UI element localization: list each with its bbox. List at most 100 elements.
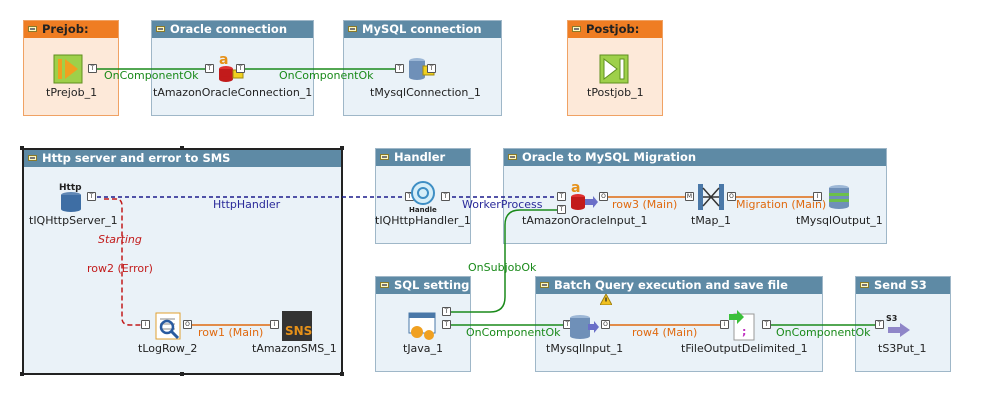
http-handler-icon[interactable]: Handle xyxy=(406,180,440,214)
s3-icon-text: S3 xyxy=(886,314,897,323)
subjob-header[interactable]: MySQL connection xyxy=(344,21,501,38)
subjob-header[interactable]: Send S3 xyxy=(856,277,950,294)
warning-icon xyxy=(600,294,612,305)
output-port[interactable]: T xyxy=(88,64,97,73)
component-label[interactable]: tMysqlConnection_1 xyxy=(370,86,481,99)
output-port[interactable]: O xyxy=(183,320,192,329)
input-port[interactable]: T xyxy=(875,320,884,329)
input-port[interactable]: T xyxy=(557,205,566,214)
output-port[interactable]: T xyxy=(441,192,450,201)
prejob-icon[interactable] xyxy=(53,54,83,84)
link-label-row1[interactable]: row1 (Main) xyxy=(198,326,264,339)
input-port[interactable]: I xyxy=(141,320,150,329)
component-label[interactable]: tJava_1 xyxy=(403,342,444,355)
s3-put-icon[interactable]: S3 xyxy=(884,311,914,341)
link-label-row2[interactable]: row2 (Error) xyxy=(87,262,153,275)
output-port[interactable]: O xyxy=(727,192,736,201)
subjob-http-server[interactable]: Http server and error to SMS xyxy=(22,148,343,375)
input-port[interactable]: T xyxy=(205,64,214,73)
output-port[interactable]: T xyxy=(236,64,245,73)
component-label[interactable]: tAmazonOracleConnection_1 xyxy=(153,86,313,99)
output-port[interactable]: O xyxy=(599,192,608,201)
amazon-oracle-input-icon[interactable]: a xyxy=(568,180,598,214)
component-label[interactable]: tAmazonSMS_1 xyxy=(252,342,337,355)
amazon-oracle-connection-icon[interactable]: a xyxy=(216,52,246,84)
subjob-migration[interactable]: Oracle to MySQL Migration xyxy=(503,148,887,244)
subjob-mysql-connection[interactable]: MySQL connection xyxy=(343,20,502,116)
component-label[interactable]: tPostjob_1 xyxy=(587,86,644,99)
subjob-header[interactable]: Prejob: xyxy=(24,21,118,38)
output-port[interactable]: T xyxy=(442,307,451,316)
component-label[interactable]: tMysqlOutput_1 xyxy=(796,214,883,227)
output-port[interactable]: T xyxy=(442,320,451,329)
collapse-toggle-icon[interactable] xyxy=(156,26,165,32)
tmap-icon[interactable] xyxy=(696,182,726,212)
component-label[interactable]: tMap_1 xyxy=(691,214,732,227)
subjob-header[interactable]: Http server and error to SMS xyxy=(24,150,341,167)
component-label[interactable]: tS3Put_1 xyxy=(878,342,927,355)
input-port[interactable]: I xyxy=(813,192,822,201)
link-label-starting[interactable]: Starting xyxy=(98,233,142,246)
mysql-output-icon[interactable] xyxy=(824,182,854,212)
mysql-connection-icon[interactable] xyxy=(406,54,436,84)
selection-handle[interactable] xyxy=(20,372,24,376)
selection-handle[interactable] xyxy=(340,372,344,376)
link-label-oncomponentok[interactable]: OnComponentOk xyxy=(776,326,871,339)
subjob-header[interactable]: Oracle connection xyxy=(152,21,313,38)
link-label-onsubjobok[interactable]: OnSubjobOk xyxy=(468,261,537,274)
input-port[interactable]: M xyxy=(685,192,694,201)
component-label[interactable]: tIQHttpServer_1 xyxy=(29,214,118,227)
collapse-toggle-icon[interactable] xyxy=(28,155,37,161)
component-label[interactable]: tAmazonOracleInput_1 xyxy=(522,214,648,227)
collapse-toggle-icon[interactable] xyxy=(540,282,549,288)
link-label-httphandler[interactable]: HttpHandler xyxy=(213,198,281,211)
subjob-prejob[interactable]: Prejob: xyxy=(23,20,119,116)
java-icon[interactable] xyxy=(407,310,439,342)
subjob-header[interactable]: Handler xyxy=(376,149,470,166)
collapse-toggle-icon[interactable] xyxy=(860,282,869,288)
postjob-icon[interactable] xyxy=(599,54,629,84)
link-label-oncomponentok[interactable]: OnComponentOk xyxy=(104,69,199,82)
component-label[interactable]: tLogRow_2 xyxy=(138,342,198,355)
selection-handle[interactable] xyxy=(340,146,344,150)
link-label-row3[interactable]: row3 (Main) xyxy=(612,198,678,211)
component-label[interactable]: tIQHttpHandler_1 xyxy=(375,214,471,227)
component-label[interactable]: tPrejob_1 xyxy=(46,86,98,99)
collapse-toggle-icon[interactable] xyxy=(572,26,581,32)
link-label-row4[interactable]: row4 (Main) xyxy=(632,326,698,339)
component-label[interactable]: tFileOutputDelimited_1 xyxy=(681,342,808,355)
file-output-delimited-icon[interactable]: ; xyxy=(727,308,759,342)
input-port[interactable]: T xyxy=(557,192,566,201)
link-label-workerprocess[interactable]: WorkerProcess xyxy=(462,198,543,211)
collapse-toggle-icon[interactable] xyxy=(380,154,389,160)
collapse-toggle-icon[interactable] xyxy=(348,26,357,32)
subjob-header[interactable]: Batch Query execution and save file xyxy=(536,277,822,294)
selection-handle[interactable] xyxy=(180,372,184,376)
output-port[interactable]: T xyxy=(762,320,771,329)
collapse-toggle-icon[interactable] xyxy=(28,26,37,32)
selection-handle[interactable] xyxy=(180,146,184,150)
collapse-toggle-icon[interactable] xyxy=(508,154,517,160)
subjob-header[interactable]: Postjob: xyxy=(568,21,662,38)
input-port[interactable]: I xyxy=(720,320,729,329)
subjob-header[interactable]: SQL setting xyxy=(376,277,470,294)
selection-handle[interactable] xyxy=(20,146,24,150)
output-port[interactable]: T xyxy=(427,64,436,73)
subjob-header[interactable]: Oracle to MySQL Migration xyxy=(504,149,886,166)
link-label-oncomponentok[interactable]: OnComponentOk xyxy=(279,69,374,82)
input-port[interactable]: T xyxy=(395,64,404,73)
amazon-sns-icon[interactable]: SNS xyxy=(281,310,313,342)
output-port[interactable]: O xyxy=(601,320,610,329)
http-server-icon[interactable]: Http xyxy=(55,180,87,214)
collapse-toggle-icon[interactable] xyxy=(380,282,389,288)
mysql-input-icon[interactable] xyxy=(566,312,600,342)
component-label[interactable]: tMysqlInput_1 xyxy=(546,342,624,355)
output-port[interactable]: T xyxy=(87,192,96,201)
link-label-oncomponentok[interactable]: OnComponentOk xyxy=(466,326,561,339)
link-label-migration[interactable]: Migration (Main) xyxy=(736,198,827,211)
input-port[interactable]: I xyxy=(270,320,279,329)
subjob-send-s3[interactable]: Send S3 xyxy=(855,276,951,372)
logrow-icon[interactable] xyxy=(153,310,183,342)
